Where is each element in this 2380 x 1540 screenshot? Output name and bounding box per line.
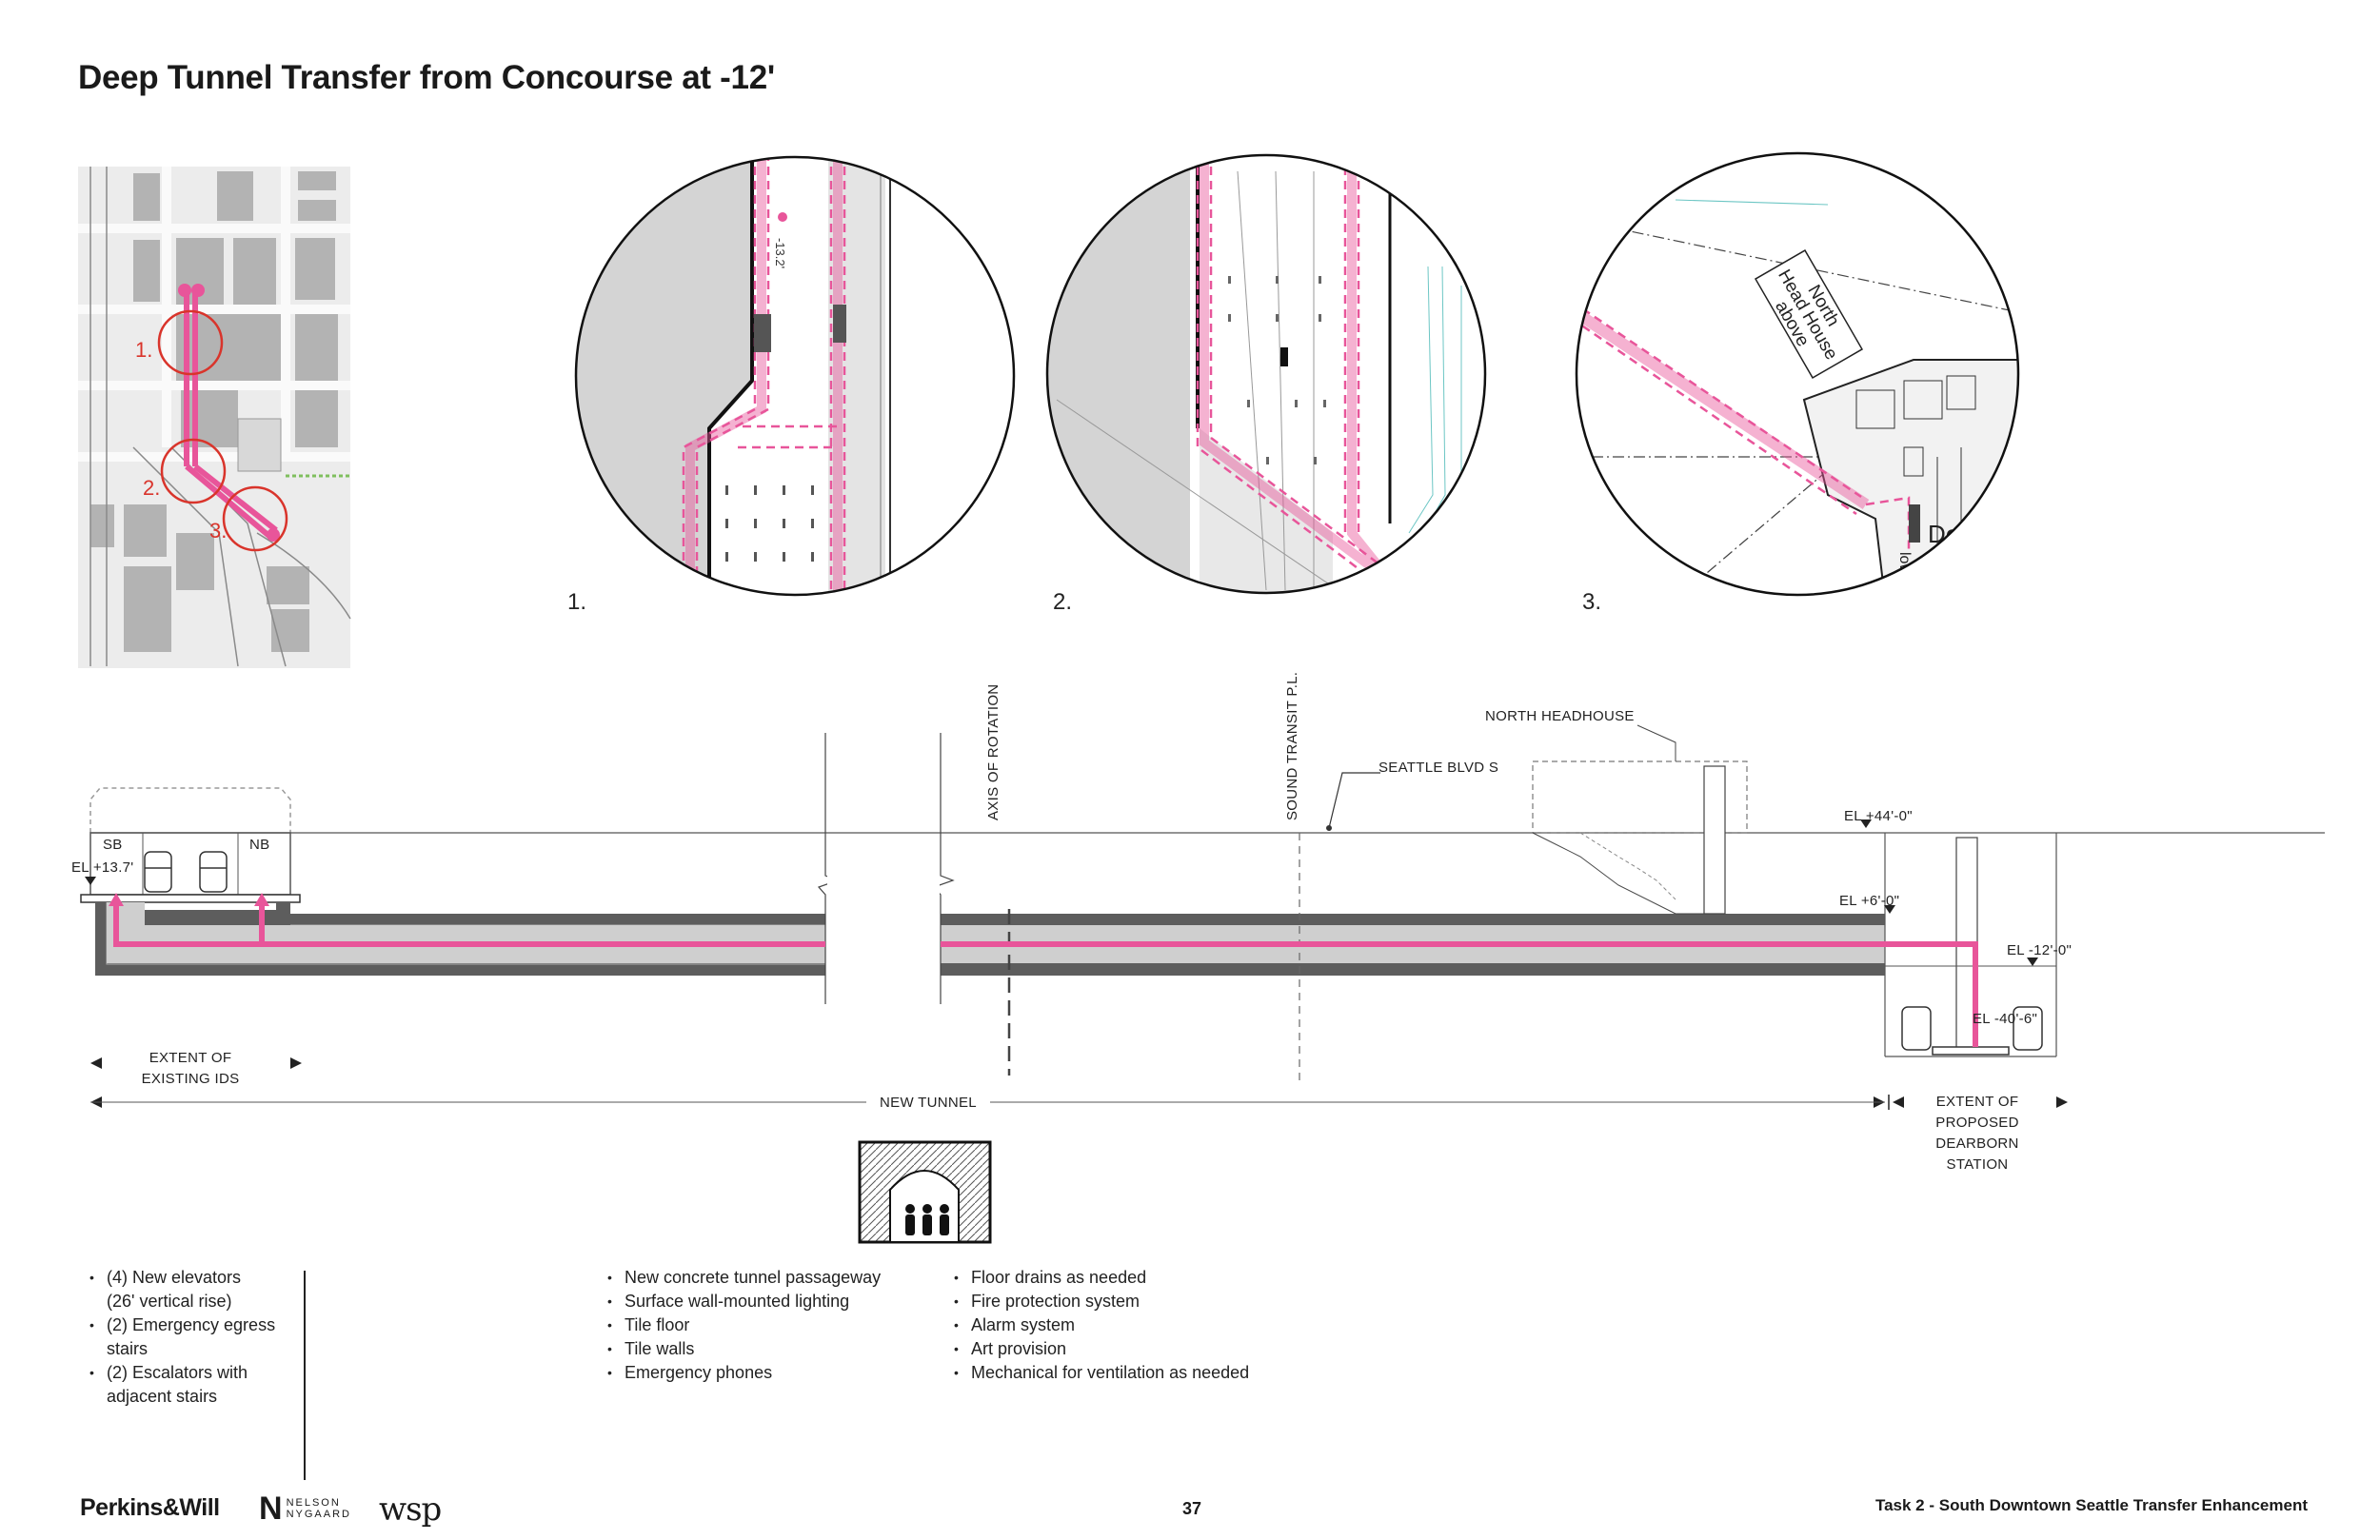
elevation-6-label: EL +6'-0" — [1839, 893, 1899, 909]
elevation-existing-label: EL +13.7' — [71, 859, 133, 876]
extent-proposed-line4: STATION — [1947, 1156, 2009, 1173]
sound-transit-pl-label: SOUND TRANSIT P.L. — [1284, 672, 1300, 820]
extent-proposed-line3: DEARBORN — [1935, 1135, 2018, 1152]
elevation-neg12-label: EL -12'-0" — [2007, 942, 2072, 958]
nelson-nygaard-mark: N — [259, 1491, 283, 1527]
elevation-neg40-label: EL -40'-6" — [1973, 1011, 2037, 1027]
new-tunnel-label: NEW TUNNEL — [880, 1095, 977, 1111]
list-item: Fire protection system — [952, 1290, 1249, 1313]
map-marker-circle-2 — [160, 438, 227, 504]
list-item: Emergency phones — [605, 1361, 881, 1385]
axis-of-rotation-label: AXIS OF ROTATION — [985, 684, 1002, 820]
north-headhouse-label: NORTH HEADHOUSE — [1485, 708, 1635, 724]
list-item: Alarm system — [952, 1313, 1249, 1337]
detail-label-1: 1. — [567, 589, 586, 615]
list-item: Art provision — [952, 1337, 1249, 1361]
extent-proposed-line1: EXTENT OF — [1936, 1094, 2019, 1110]
train-icon — [144, 851, 172, 893]
list-item: Mechanical for ventilation as needed — [952, 1361, 1249, 1385]
project-title: Task 2 - South Downtown Seattle Transfer… — [1874, 1496, 2308, 1514]
tunnel-features-list-b: Floor drains as needed Fire protection s… — [952, 1266, 1249, 1385]
page-title: Deep Tunnel Transfer from Concourse at -… — [78, 59, 775, 96]
detail-3-cut-text-1: De — [1928, 520, 1959, 548]
map-marker-label-1: 1. — [135, 338, 152, 362]
train-icon — [1901, 1006, 1932, 1051]
detail-label-2: 2. — [1053, 589, 1072, 615]
nelson-nygaard-top: NELSON — [286, 1497, 341, 1509]
map-marker-label-3: 3. — [209, 519, 227, 543]
elevation-44-label: EL +44'-0" — [1844, 808, 1913, 824]
list-item: (4) New elevators(26' vertical rise) — [88, 1266, 275, 1313]
tunnel-cross-section-icon — [858, 1140, 992, 1244]
detail-label-3: 3. — [1582, 589, 1601, 615]
site-map: 1. 2. 3. — [78, 167, 351, 668]
train-icon — [2013, 1006, 2043, 1051]
detail-circle-2 — [1045, 153, 1487, 595]
detail-circle-1: -13.2' — [574, 155, 1016, 597]
map-marker-label-2: 2. — [143, 476, 160, 500]
map-marker-circle-3 — [222, 485, 288, 552]
page-number: 37 — [1182, 1499, 1202, 1518]
platform-sb-label: SB — [103, 837, 123, 853]
detail-1-elevation-note: -13.2' — [773, 238, 787, 268]
wsp-logo: wsp — [379, 1491, 442, 1529]
list-item: Tile walls — [605, 1337, 881, 1361]
detail-circle-3: North Head House above De lower — [1575, 151, 2020, 597]
perkins-will-logo: Perkins&Will — [80, 1494, 220, 1521]
train-icon — [199, 851, 228, 893]
extent-proposed-line2: PROPOSED — [1935, 1115, 2018, 1131]
people-icon — [905, 1204, 949, 1235]
tunnel-features-list-a: New concrete tunnel passageway Surface w… — [605, 1266, 881, 1385]
list-item: Tile floor — [605, 1313, 881, 1337]
station-features-list: (4) New elevators(26' vertical rise) (2)… — [88, 1266, 275, 1409]
seattle-blvd-label: SEATTLE BLVD S — [1378, 760, 1498, 776]
list-item: Surface wall-mounted lighting — [605, 1290, 881, 1313]
map-marker-circle-1 — [157, 309, 224, 376]
extent-existing-line2: EXISTING IDS — [142, 1071, 240, 1087]
platform-nb-label: NB — [249, 837, 269, 853]
list-item: Floor drains as needed — [952, 1266, 1249, 1290]
tunnel-section: AXIS OF ROTATION SOUND TRANSIT P.L. SEAT… — [71, 672, 2325, 1173]
extent-existing-line1: EXTENT OF — [149, 1050, 232, 1066]
list-item: New concrete tunnel passageway — [605, 1266, 881, 1290]
nelson-nygaard-bottom: NYGAARD — [286, 1509, 351, 1520]
